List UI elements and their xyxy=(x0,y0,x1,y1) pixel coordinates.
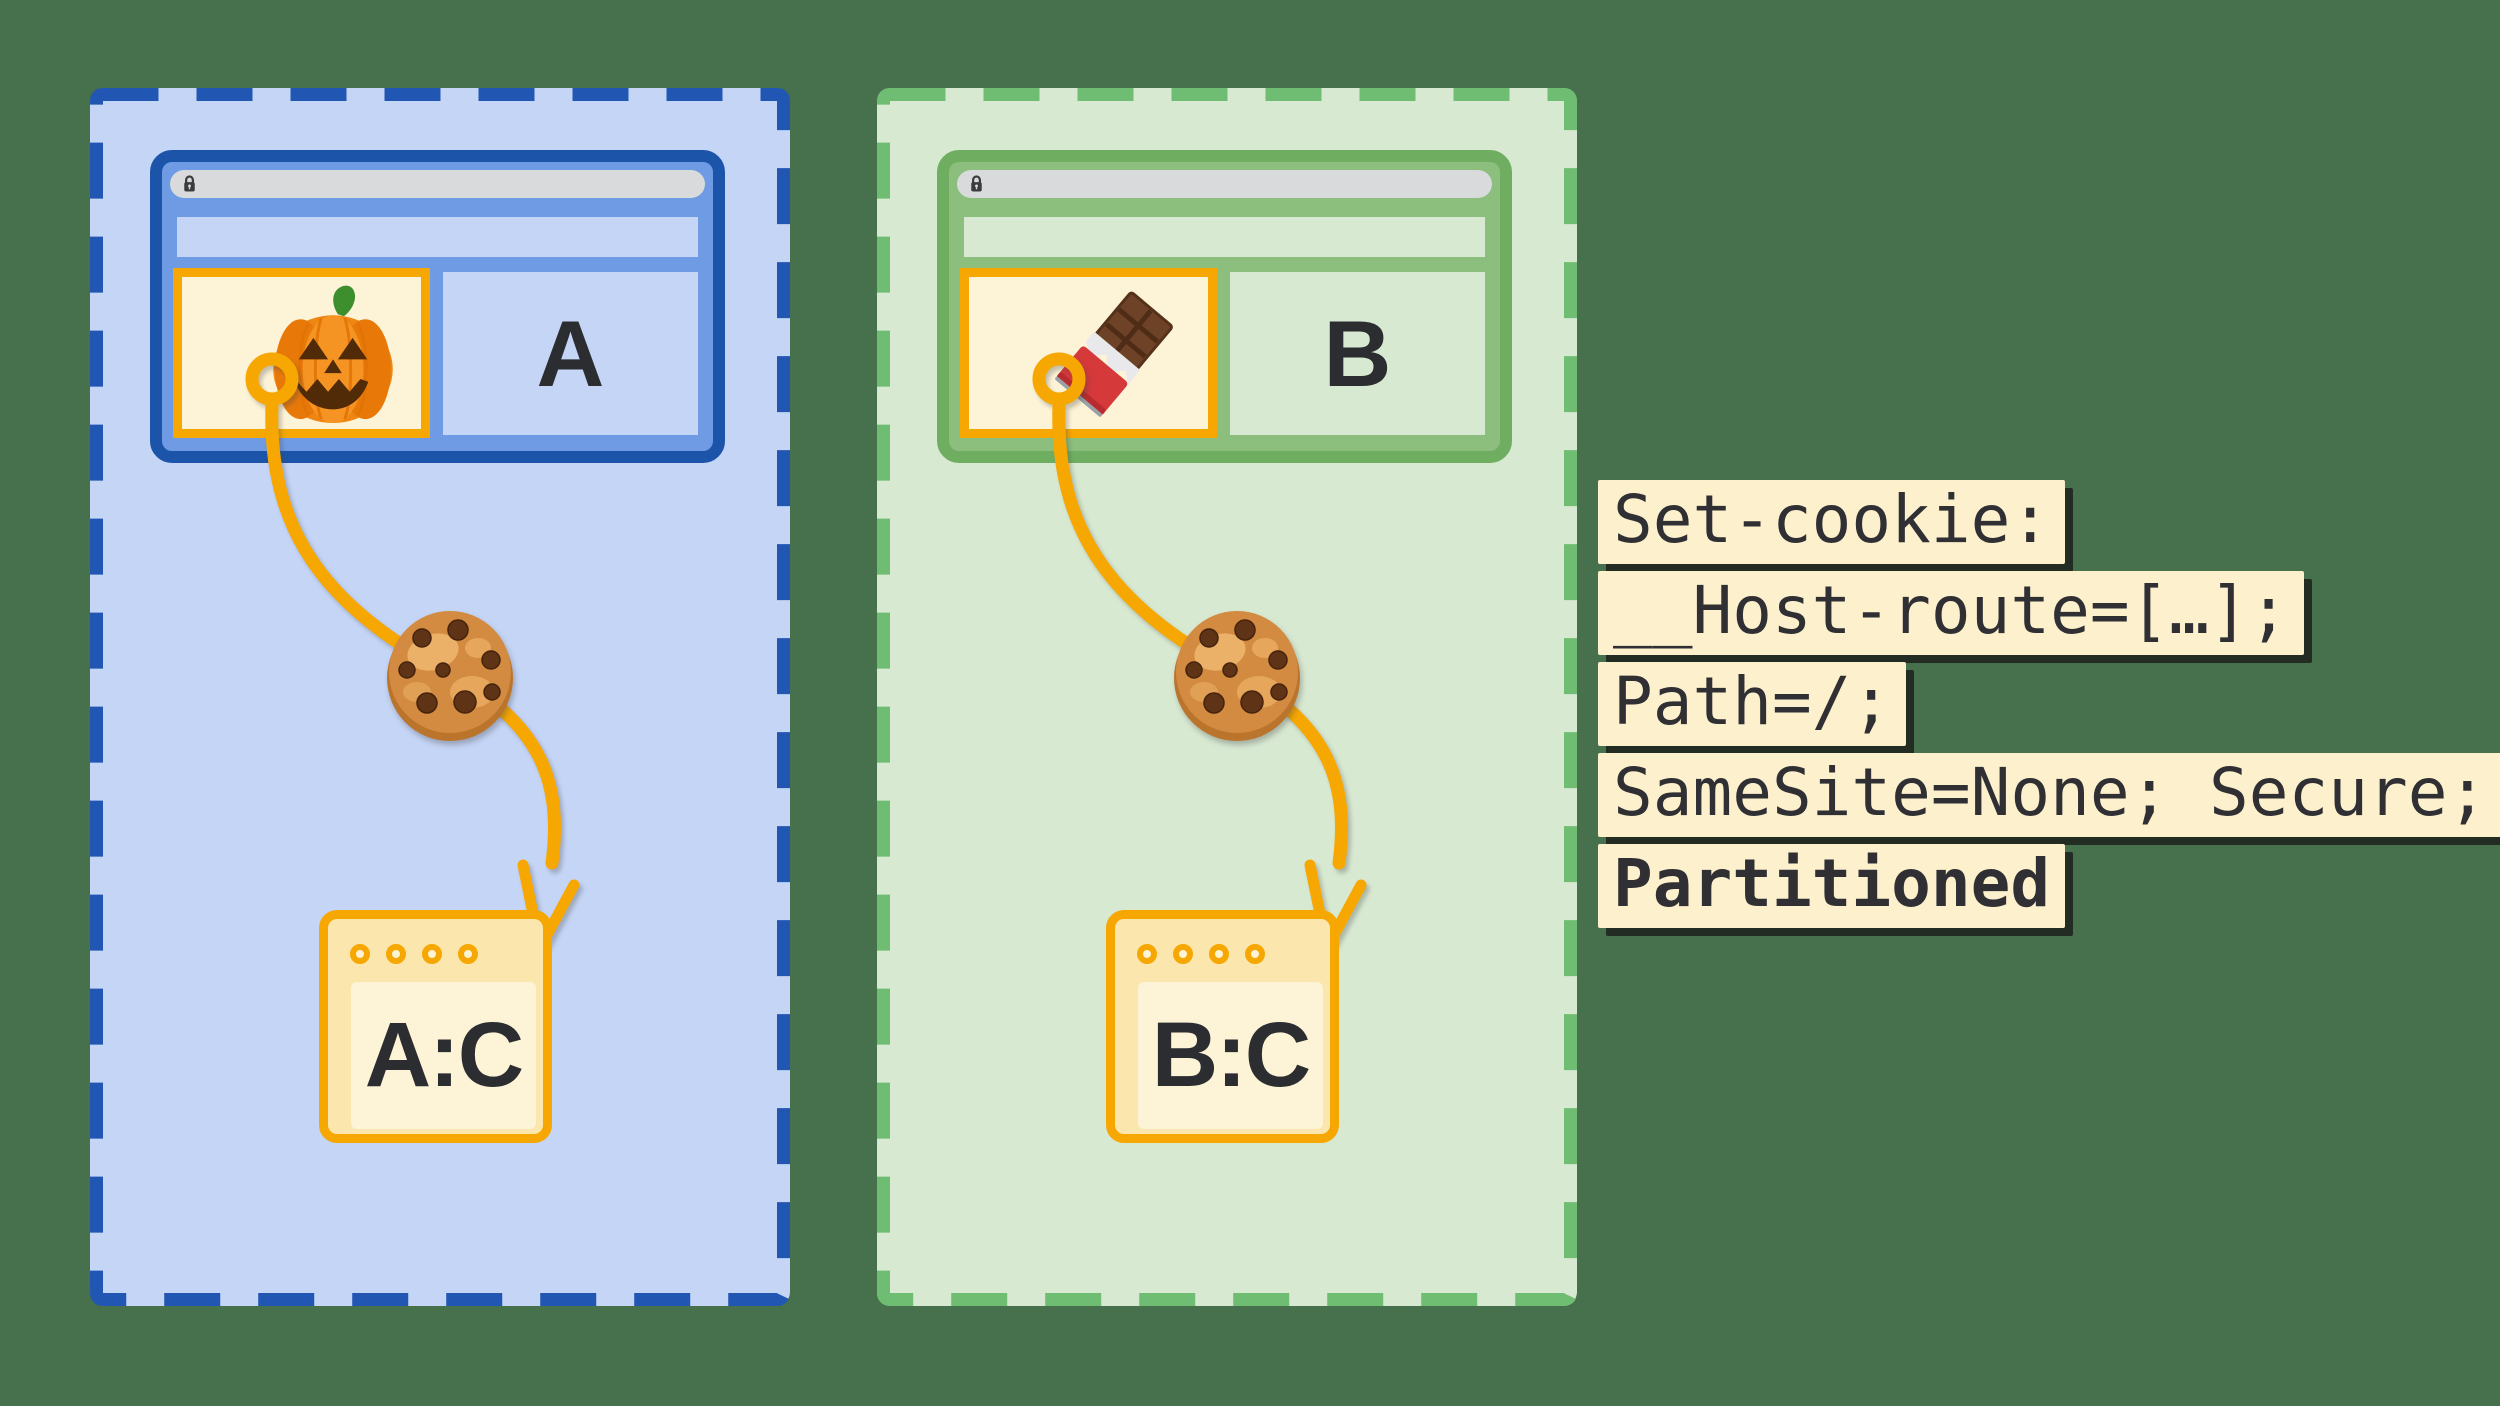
third-party-iframe-a xyxy=(173,268,430,438)
code-line: Partitioned xyxy=(1598,844,2066,928)
third-party-iframe-b xyxy=(960,268,1217,438)
lock-icon xyxy=(184,175,195,192)
ring-icon xyxy=(245,352,299,406)
jar-dot xyxy=(1209,944,1229,964)
page-content-strip xyxy=(177,217,698,257)
site-label: A xyxy=(536,300,605,406)
code-line: __Host-route=[…]; xyxy=(1598,571,2304,655)
cookie-icon xyxy=(387,611,513,741)
address-bar xyxy=(170,170,705,198)
jar-dot xyxy=(1137,944,1157,964)
jar-dot xyxy=(1173,944,1193,964)
jar-dot xyxy=(422,944,442,964)
partition-site-a: A xyxy=(90,88,790,1306)
dashed-border-b xyxy=(877,88,1577,1306)
cookie-jar-a: A:C xyxy=(319,910,552,1143)
cookie-jar-b: B:C xyxy=(1106,910,1339,1143)
jar-dot xyxy=(458,944,478,964)
jar-dot xyxy=(1245,944,1265,964)
jar-dots xyxy=(350,944,478,964)
code-line: SameSite=None; Secure; xyxy=(1598,753,2500,837)
code-line: Path=/; xyxy=(1598,662,1907,746)
ring-icon xyxy=(1032,352,1086,406)
browser-window-b: B xyxy=(937,150,1512,463)
lock-icon xyxy=(971,175,982,192)
site-frame-b: B xyxy=(1230,272,1485,435)
partition-site-b: B xyxy=(877,88,1577,1306)
address-bar xyxy=(957,170,1492,198)
jar-dots xyxy=(1137,944,1265,964)
page-content-strip xyxy=(964,217,1485,257)
jar-dot xyxy=(350,944,370,964)
pumpkin-icon xyxy=(273,285,393,424)
site-frame-a: A xyxy=(443,272,698,435)
cookie-icon xyxy=(1174,611,1300,741)
site-label: B xyxy=(1323,300,1392,406)
jar-panel: A:C xyxy=(351,982,536,1129)
code-line: Set-cookie: xyxy=(1598,480,2066,564)
jar-panel: B:C xyxy=(1138,982,1323,1129)
partition-key-label: A:C xyxy=(364,1004,525,1106)
browser-window-a: A xyxy=(150,150,725,463)
dashed-border-a xyxy=(90,88,790,1306)
partition-key-label: B:C xyxy=(1151,1004,1312,1106)
set-cookie-code-block: Set-cookie: __Host-route=[…]; Path=/; Sa… xyxy=(1598,480,2500,935)
jar-dot xyxy=(386,944,406,964)
